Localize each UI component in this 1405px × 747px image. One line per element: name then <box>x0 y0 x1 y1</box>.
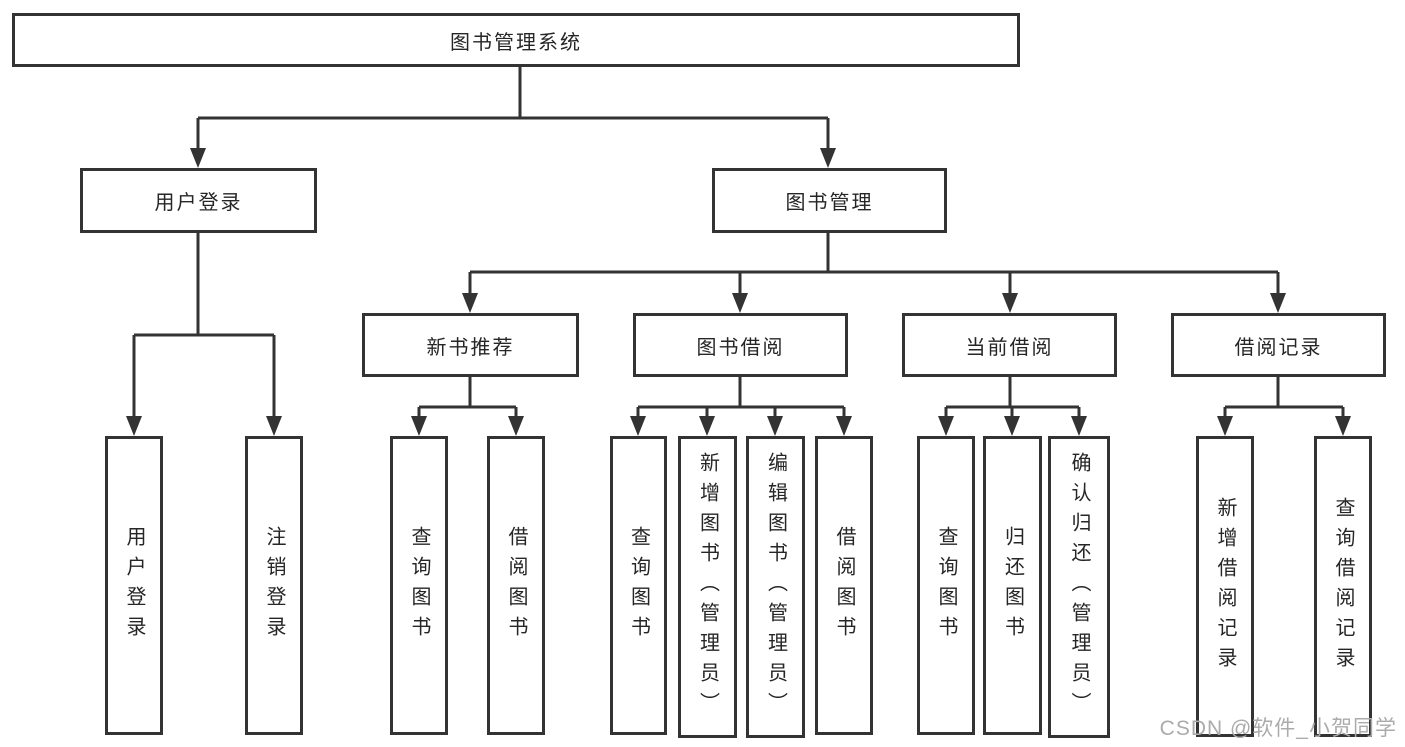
leaf-user-login: 用户登录 <box>105 436 163 735</box>
node-book-management-label: 图书管理 <box>785 192 874 214</box>
leaf-logout: 注销登录 <box>245 436 303 735</box>
arrowhead <box>836 416 852 436</box>
leaf-logout-label: 注销登录 <box>263 525 285 646</box>
node-borrowing-records: 借阅记录 <box>1171 313 1386 377</box>
leaf-borrow-query-books-label: 查询图书 <box>627 525 650 646</box>
arrowhead <box>508 416 524 436</box>
leaf-records-query-record: 查询借阅记录 <box>1314 436 1372 737</box>
node-current-borrowing: 当前借阅 <box>902 313 1117 377</box>
connector-path <box>132 66 1345 420</box>
node-library-system-label: 图书管理系统 <box>450 31 582 54</box>
node-book-borrowing-label: 图书借阅 <box>696 336 785 359</box>
node-library-system: 图书管理系统 <box>12 13 1020 67</box>
leaf-recommend-query-books: 查询图书 <box>390 436 448 735</box>
node-new-book-recommend-label: 新书推荐 <box>426 336 515 359</box>
node-borrowing-records-label: 借阅记录 <box>1234 336 1323 359</box>
csdn-watermark: CSDN @软件_小贺同学 <box>1159 717 1397 740</box>
leaf-recommend-borrow-books-label: 借阅图书 <box>505 525 527 646</box>
arrowhead <box>462 293 478 313</box>
leaf-records-add-record-label: 新增借阅记录 <box>1214 496 1236 677</box>
leaf-current-query-books: 查询图书 <box>917 436 975 735</box>
arrowhead <box>938 416 954 436</box>
arrowhead <box>411 416 427 436</box>
arrowhead <box>126 416 142 436</box>
leaf-current-query-books-label: 查询图书 <box>935 525 957 646</box>
arrowhead <box>1004 416 1020 436</box>
arrowhead <box>1071 416 1087 436</box>
node-current-borrowing-label: 当前借阅 <box>965 336 1054 359</box>
leaf-current-return-books-label: 归还图书 <box>1001 525 1024 646</box>
leaf-borrow-query-books: 查询图书 <box>610 436 667 735</box>
leaf-borrow-add-books-admin: 新增图书（管理员） <box>678 436 737 738</box>
node-user-login-label: 用户登录 <box>154 192 243 214</box>
leaf-current-return-books: 归还图书 <box>983 436 1042 735</box>
arrowhead <box>820 148 836 168</box>
leaf-recommend-query-books-label: 查询图书 <box>408 525 430 646</box>
arrowhead <box>630 416 646 436</box>
leaf-borrow-edit-books-admin-label: 编辑图书（管理员） <box>764 452 787 722</box>
arrowhead <box>1335 416 1351 436</box>
node-user-login: 用户登录 <box>80 168 317 233</box>
leaf-current-confirm-return-admin: 确认归还（管理员） <box>1048 436 1110 738</box>
arrowhead <box>732 293 748 313</box>
leaf-borrow-add-books-admin-label: 新增图书（管理员） <box>696 452 719 722</box>
leaf-recommend-borrow-books: 借阅图书 <box>487 436 545 735</box>
leaf-borrow-borrow-books: 借阅图书 <box>815 436 873 735</box>
arrowhead <box>1002 293 1018 313</box>
arrowhead <box>266 416 282 436</box>
node-book-management: 图书管理 <box>712 168 947 233</box>
arrowhead <box>767 416 783 436</box>
leaf-user-login-label: 用户登录 <box>123 525 145 646</box>
leaf-borrow-borrow-books-label: 借阅图书 <box>833 525 855 646</box>
node-new-book-recommend: 新书推荐 <box>362 313 579 377</box>
arrowhead <box>1217 416 1233 436</box>
arrowhead <box>1270 293 1286 313</box>
node-book-borrowing: 图书借阅 <box>633 313 848 377</box>
leaf-records-add-record: 新增借阅记录 <box>1196 436 1254 737</box>
leaf-current-confirm-return-admin-label: 确认归还（管理员） <box>1068 452 1090 722</box>
arrowhead <box>190 148 206 168</box>
leaf-records-query-record-label: 查询借阅记录 <box>1332 496 1354 677</box>
arrowhead <box>699 416 715 436</box>
leaf-borrow-edit-books-admin: 编辑图书（管理员） <box>746 436 805 738</box>
